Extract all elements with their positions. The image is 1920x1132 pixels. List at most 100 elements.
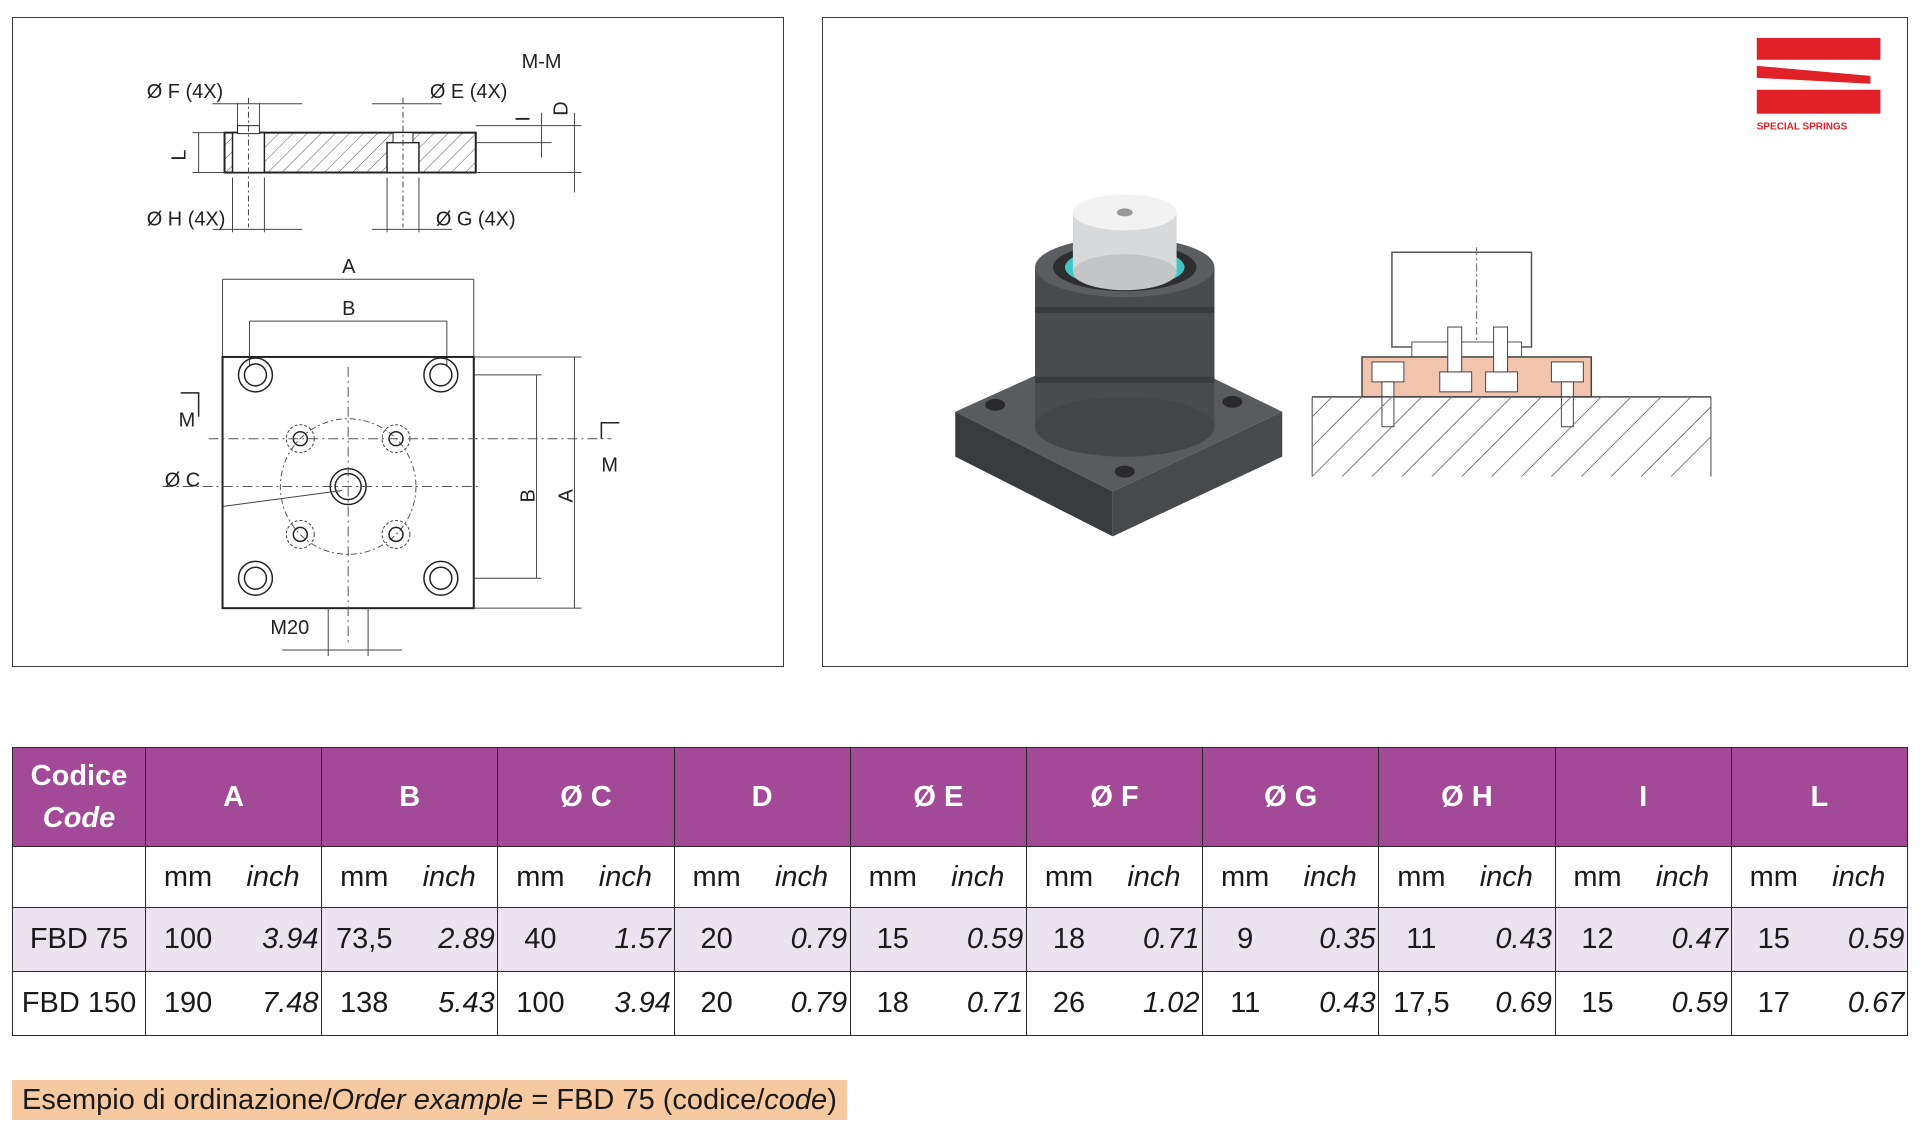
label-a-top: A	[342, 256, 356, 278]
column-header: Ø G	[1202, 747, 1380, 847]
value-inch: 0.67	[1847, 987, 1905, 1019]
value-mm: 73,5	[336, 923, 393, 955]
column-header: Ø H	[1378, 747, 1556, 847]
unit-mm: mm	[1221, 860, 1270, 893]
order-example-code: code	[764, 1084, 828, 1116]
value-mm: 11	[1406, 923, 1437, 955]
value-inch: 0.43	[1319, 987, 1376, 1019]
value-mm: 100	[163, 923, 213, 955]
technical-drawing-panel: Ø F (4X) Ø E (4X) M-M D I L Ø H (4X) Ø G…	[12, 17, 784, 667]
unit-mm: mm	[692, 860, 741, 893]
technical-drawing: Ø F (4X) Ø E (4X) M-M D I L Ø H (4X) Ø G…	[147, 51, 620, 657]
order-example-prefix: Esempio di ordinazione/	[22, 1084, 332, 1116]
value-inch: 2.89	[438, 923, 495, 955]
unit-inch: inch	[1655, 860, 1710, 893]
value-mm: 20	[700, 987, 733, 1019]
value-mm: 12	[1581, 923, 1614, 955]
value-inch: 3.94	[262, 923, 319, 955]
unit-inch: inch	[1303, 860, 1357, 893]
value-inch: 0.79	[790, 923, 848, 955]
label-c: Ø C	[165, 470, 200, 492]
label-b-top: B	[342, 298, 355, 320]
column-header: Ø F	[1025, 747, 1204, 847]
label-m-right: M	[601, 455, 618, 477]
product-render-panel: SPECIAL SPRINGS	[822, 17, 1908, 667]
dimensions-table: Codice Code A B Ø C D Ø E Ø F Ø G Ø H I …	[12, 747, 1909, 1036]
code-column-header: Codice Code	[12, 747, 146, 847]
code-cell: FBD 75	[12, 907, 146, 972]
value-inch: 0.71	[1143, 923, 1200, 955]
unit-mm: mm	[1573, 860, 1622, 893]
value-inch: 0.59	[966, 923, 1024, 955]
value-mm: 190	[163, 987, 213, 1019]
unit-mm: mm	[163, 860, 213, 893]
column-header: Ø E	[849, 747, 1027, 847]
value-mm: 11	[1230, 987, 1261, 1019]
unit-mm: mm	[1749, 860, 1798, 893]
units-code-cell	[12, 846, 146, 908]
value-cell: 73,5 2.89	[321, 907, 499, 972]
label-i: I	[513, 116, 535, 122]
value-inch: 5.43	[438, 987, 495, 1019]
column-header: Ø C	[497, 747, 675, 847]
value-mm: 15	[1757, 923, 1790, 955]
unit-inch: inch	[422, 860, 476, 893]
value-inch: 0.59	[1671, 987, 1729, 1019]
label-b-side: B	[518, 489, 540, 502]
order-example: Esempio di ordinazione/Order example = F…	[12, 1080, 847, 1120]
column-header: A	[144, 747, 323, 847]
label-m20: M20	[270, 617, 309, 639]
value-mm: 100	[516, 987, 565, 1019]
value-mm: 15	[876, 923, 909, 955]
unit-inch: inch	[1832, 860, 1886, 893]
label-h: Ø H (4X)	[147, 208, 226, 230]
value-inch: 0.79	[790, 987, 848, 1019]
unit-mm: mm	[868, 860, 917, 893]
unit-inch: inch	[1127, 860, 1181, 893]
product-render: SPECIAL SPRINGS	[955, 37, 1881, 537]
value-mm: 20	[700, 923, 733, 955]
unit-mm: mm	[516, 860, 565, 893]
units-cell: mm inch	[1730, 846, 1909, 908]
code-header-en: Code	[42, 802, 116, 834]
value-mm: 18	[1052, 923, 1086, 955]
column-header: I	[1554, 747, 1732, 847]
code-cell: FBD 150	[12, 971, 146, 1036]
label-e: Ø E (4X)	[430, 81, 508, 103]
units-cell: mm inch	[849, 846, 1027, 908]
value-cell: 100 3.94	[144, 907, 323, 972]
value-mm: 18	[876, 987, 909, 1019]
value-inch: 0.35	[1319, 923, 1376, 955]
section-view	[192, 97, 582, 233]
column-header: D	[673, 747, 851, 847]
column-header: B	[321, 747, 499, 847]
mounting-section-view	[1311, 247, 1712, 477]
order-example-en: Order example	[331, 1084, 524, 1116]
code-header-it: Codice	[30, 760, 128, 792]
unit-inch: inch	[951, 860, 1005, 893]
table-header-row: Codice Code A B Ø C D Ø E Ø F Ø G Ø H I …	[12, 747, 1909, 847]
column-header: L	[1730, 747, 1909, 847]
unit-mm: mm	[1044, 860, 1094, 893]
value-mm: 26	[1052, 987, 1086, 1019]
value-inch: 0.43	[1495, 923, 1552, 955]
